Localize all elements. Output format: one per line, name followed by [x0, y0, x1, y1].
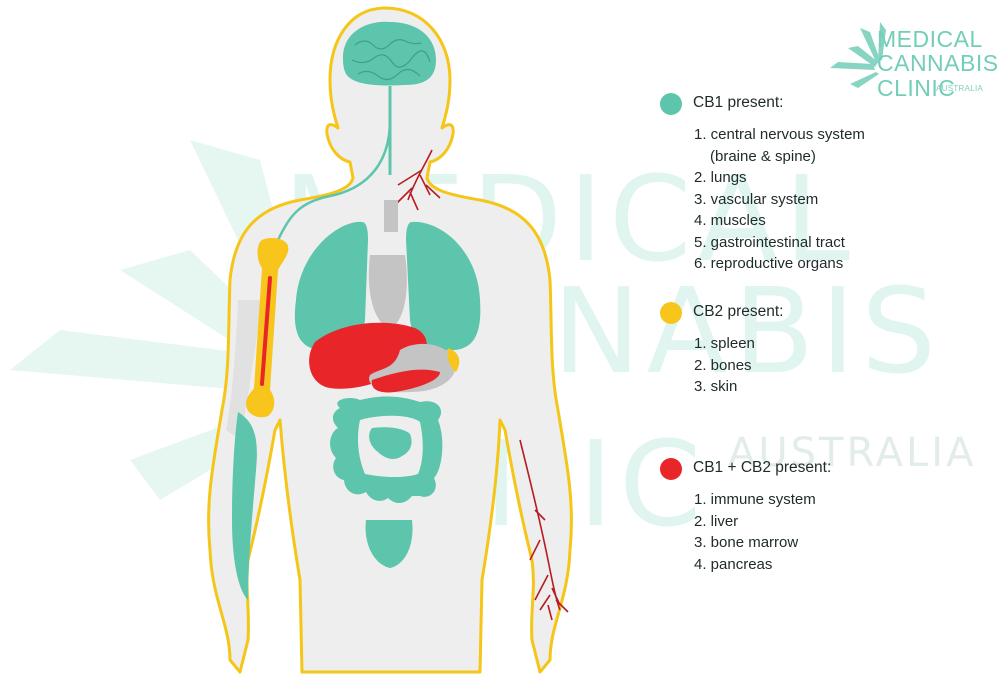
legend-cb1-cb2-title: CB1 + CB2 present: [693, 459, 831, 477]
logo-line-2: CANNABIS [877, 50, 999, 77]
legend-cb2-list: 1. spleen 2. bones 3. skin [660, 333, 990, 398]
list-item: 1. immune system [694, 489, 990, 511]
legend-cb1-list: 1. central nervous system (braine & spin… [660, 124, 990, 275]
cb2-dot-icon [660, 302, 682, 324]
list-item: (braine & spine) [694, 146, 990, 168]
legend-cb1-title: CB1 present: [693, 94, 783, 112]
logo-line-1: MEDICAL [877, 26, 983, 53]
legend-cb1-cb2: CB1 + CB2 present: 1. immune system 2. l… [660, 457, 990, 575]
trachea [384, 200, 398, 232]
list-item: 4. muscles [694, 210, 990, 232]
list-item: 5. gastrointestinal tract [694, 232, 990, 254]
list-item: 4. pancreas [694, 554, 990, 576]
list-item: 3. bone marrow [694, 532, 990, 554]
list-item: 6. reproductive organs [694, 253, 990, 275]
list-item: 1. spleen [694, 333, 990, 355]
clinic-logo: MEDICAL CANNABIS CLINIC AUSTRALIA [824, 22, 1004, 102]
legend-cb2: CB2 present: 1. spleen 2. bones 3. skin [660, 301, 990, 398]
intestines [330, 396, 442, 503]
list-item: 3. vascular system [694, 189, 990, 211]
list-item: 2. liver [694, 511, 990, 533]
list-item: 2. bones [694, 355, 990, 377]
list-item: 2. lungs [694, 167, 990, 189]
cb1-dot-icon [660, 93, 682, 115]
legend-cb2-title: CB2 present: [693, 303, 783, 321]
legend-cb1-cb2-list: 1. immune system 2. liver 3. bone marrow… [660, 489, 990, 575]
legend-cb1: CB1 present: 1. central nervous system (… [660, 92, 990, 275]
list-item: 3. skin [694, 376, 990, 398]
cb1-cb2-dot-icon [660, 458, 682, 480]
list-item: 1. central nervous system [694, 124, 990, 146]
